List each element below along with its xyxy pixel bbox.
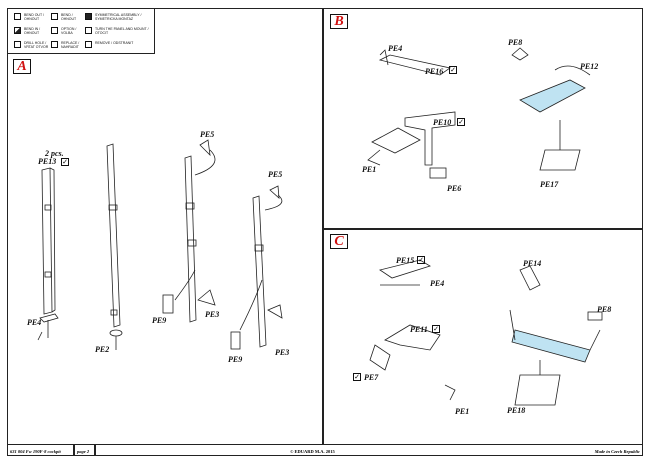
symmetrical-assembly-icon [85,13,92,20]
part-label-pe4: PE4 [430,279,445,288]
legend-text: REPLACE / NAHRADIT [61,41,80,49]
divider-vertical [322,8,324,444]
part-label-pe16: PE16 [425,67,444,76]
part-label-pe3: PE3 [205,310,220,319]
part-label-pe17: PE17 [540,180,559,189]
footer-divider [73,444,75,456]
part-label-pe18: PE18 [507,406,526,415]
part-label-pe11: PE11 [410,325,428,334]
checkbox[interactable]: ✓ [353,373,361,381]
footer-product: 631 004 Fw 190F-8 cockpit [10,449,61,454]
bend-in-icon [14,27,21,34]
legend-text: BEND OUT / OHNOUT [24,13,44,21]
part-label-pe5: PE5 [268,170,283,179]
strap-drawing-1 [37,167,59,341]
part-label-pe4: PE4 [388,44,403,53]
part-label-pe10: PE10 [433,118,452,127]
strap-drawing-3 [162,139,216,323]
strap-drawing-4 [230,185,283,350]
checkbox[interactable]: ✓ [449,66,457,74]
legend-text: SYMMETRICAL ASSEMBLY / SYMETRICKA MONTAZ [95,13,142,21]
footer-divider [94,444,96,456]
part-label-pe3: PE3 [275,348,290,357]
assembly-b-drawing [367,47,591,179]
checkbox[interactable]: ✓ [432,325,440,333]
part-label-pe14: PE14 [523,259,542,268]
checkbox[interactable]: ✓ [61,158,69,166]
part-label-pe1: PE1 [455,407,470,416]
option-icon [51,27,58,34]
footer-page: page 2 [77,449,90,454]
qty-label: 2 pcs. [45,149,64,158]
footer-bar [7,444,643,456]
part-label-pe2: PE2 [95,345,110,354]
legend-text: OPTION / VOLBA [61,27,77,35]
legend-text: TURN THE PANEL AND MOUNT / OTOCIT [95,27,149,35]
divider-horizontal [322,228,643,230]
part-label-pe9: PE9 [228,355,243,364]
part-label-pe15: PE15 [396,256,415,265]
strap-drawing-2 [106,143,123,350]
drill-hole-icon [14,41,21,48]
bend-out-icon [14,13,21,20]
legend-text: DRILL HOLE / VRTAT OTVOR [24,41,49,49]
remove-icon [85,41,92,48]
checkbox[interactable]: ✓ [417,256,425,264]
part-label-pe4: PE4 [27,318,42,327]
footer-made-in: Made in Czech Republic [594,449,640,454]
bend-icon [51,13,58,20]
part-label-pe7: PE7 [364,373,379,382]
part-label-pe8: PE8 [597,305,612,314]
part-label-pe13: PE13 [38,157,57,166]
footer-copyright: © EDUARD M.A. 2015 [290,449,335,454]
part-label-pe6: PE6 [447,184,462,193]
part-label-pe8: PE8 [508,38,523,47]
section-c-title: C [330,234,348,249]
turn-over-icon [85,27,92,34]
checkbox[interactable]: ✓ [457,118,465,126]
part-label-pe12: PE12 [580,62,599,71]
part-label-pe1: PE1 [362,165,377,174]
replace-icon [51,41,58,48]
section-a-title: A [13,59,31,74]
part-label-pe5: PE5 [200,130,215,139]
legend-text: REMOVE / ODSTRANIT [95,41,134,45]
assembly-c-drawing [369,259,603,406]
section-b-title: B [330,14,348,29]
legend-box [7,8,155,54]
legend-text: BEND IN / OHNOUT [24,27,41,35]
legend-text: BEND / OHNOUT [61,13,77,21]
part-label-pe9: PE9 [152,316,167,325]
